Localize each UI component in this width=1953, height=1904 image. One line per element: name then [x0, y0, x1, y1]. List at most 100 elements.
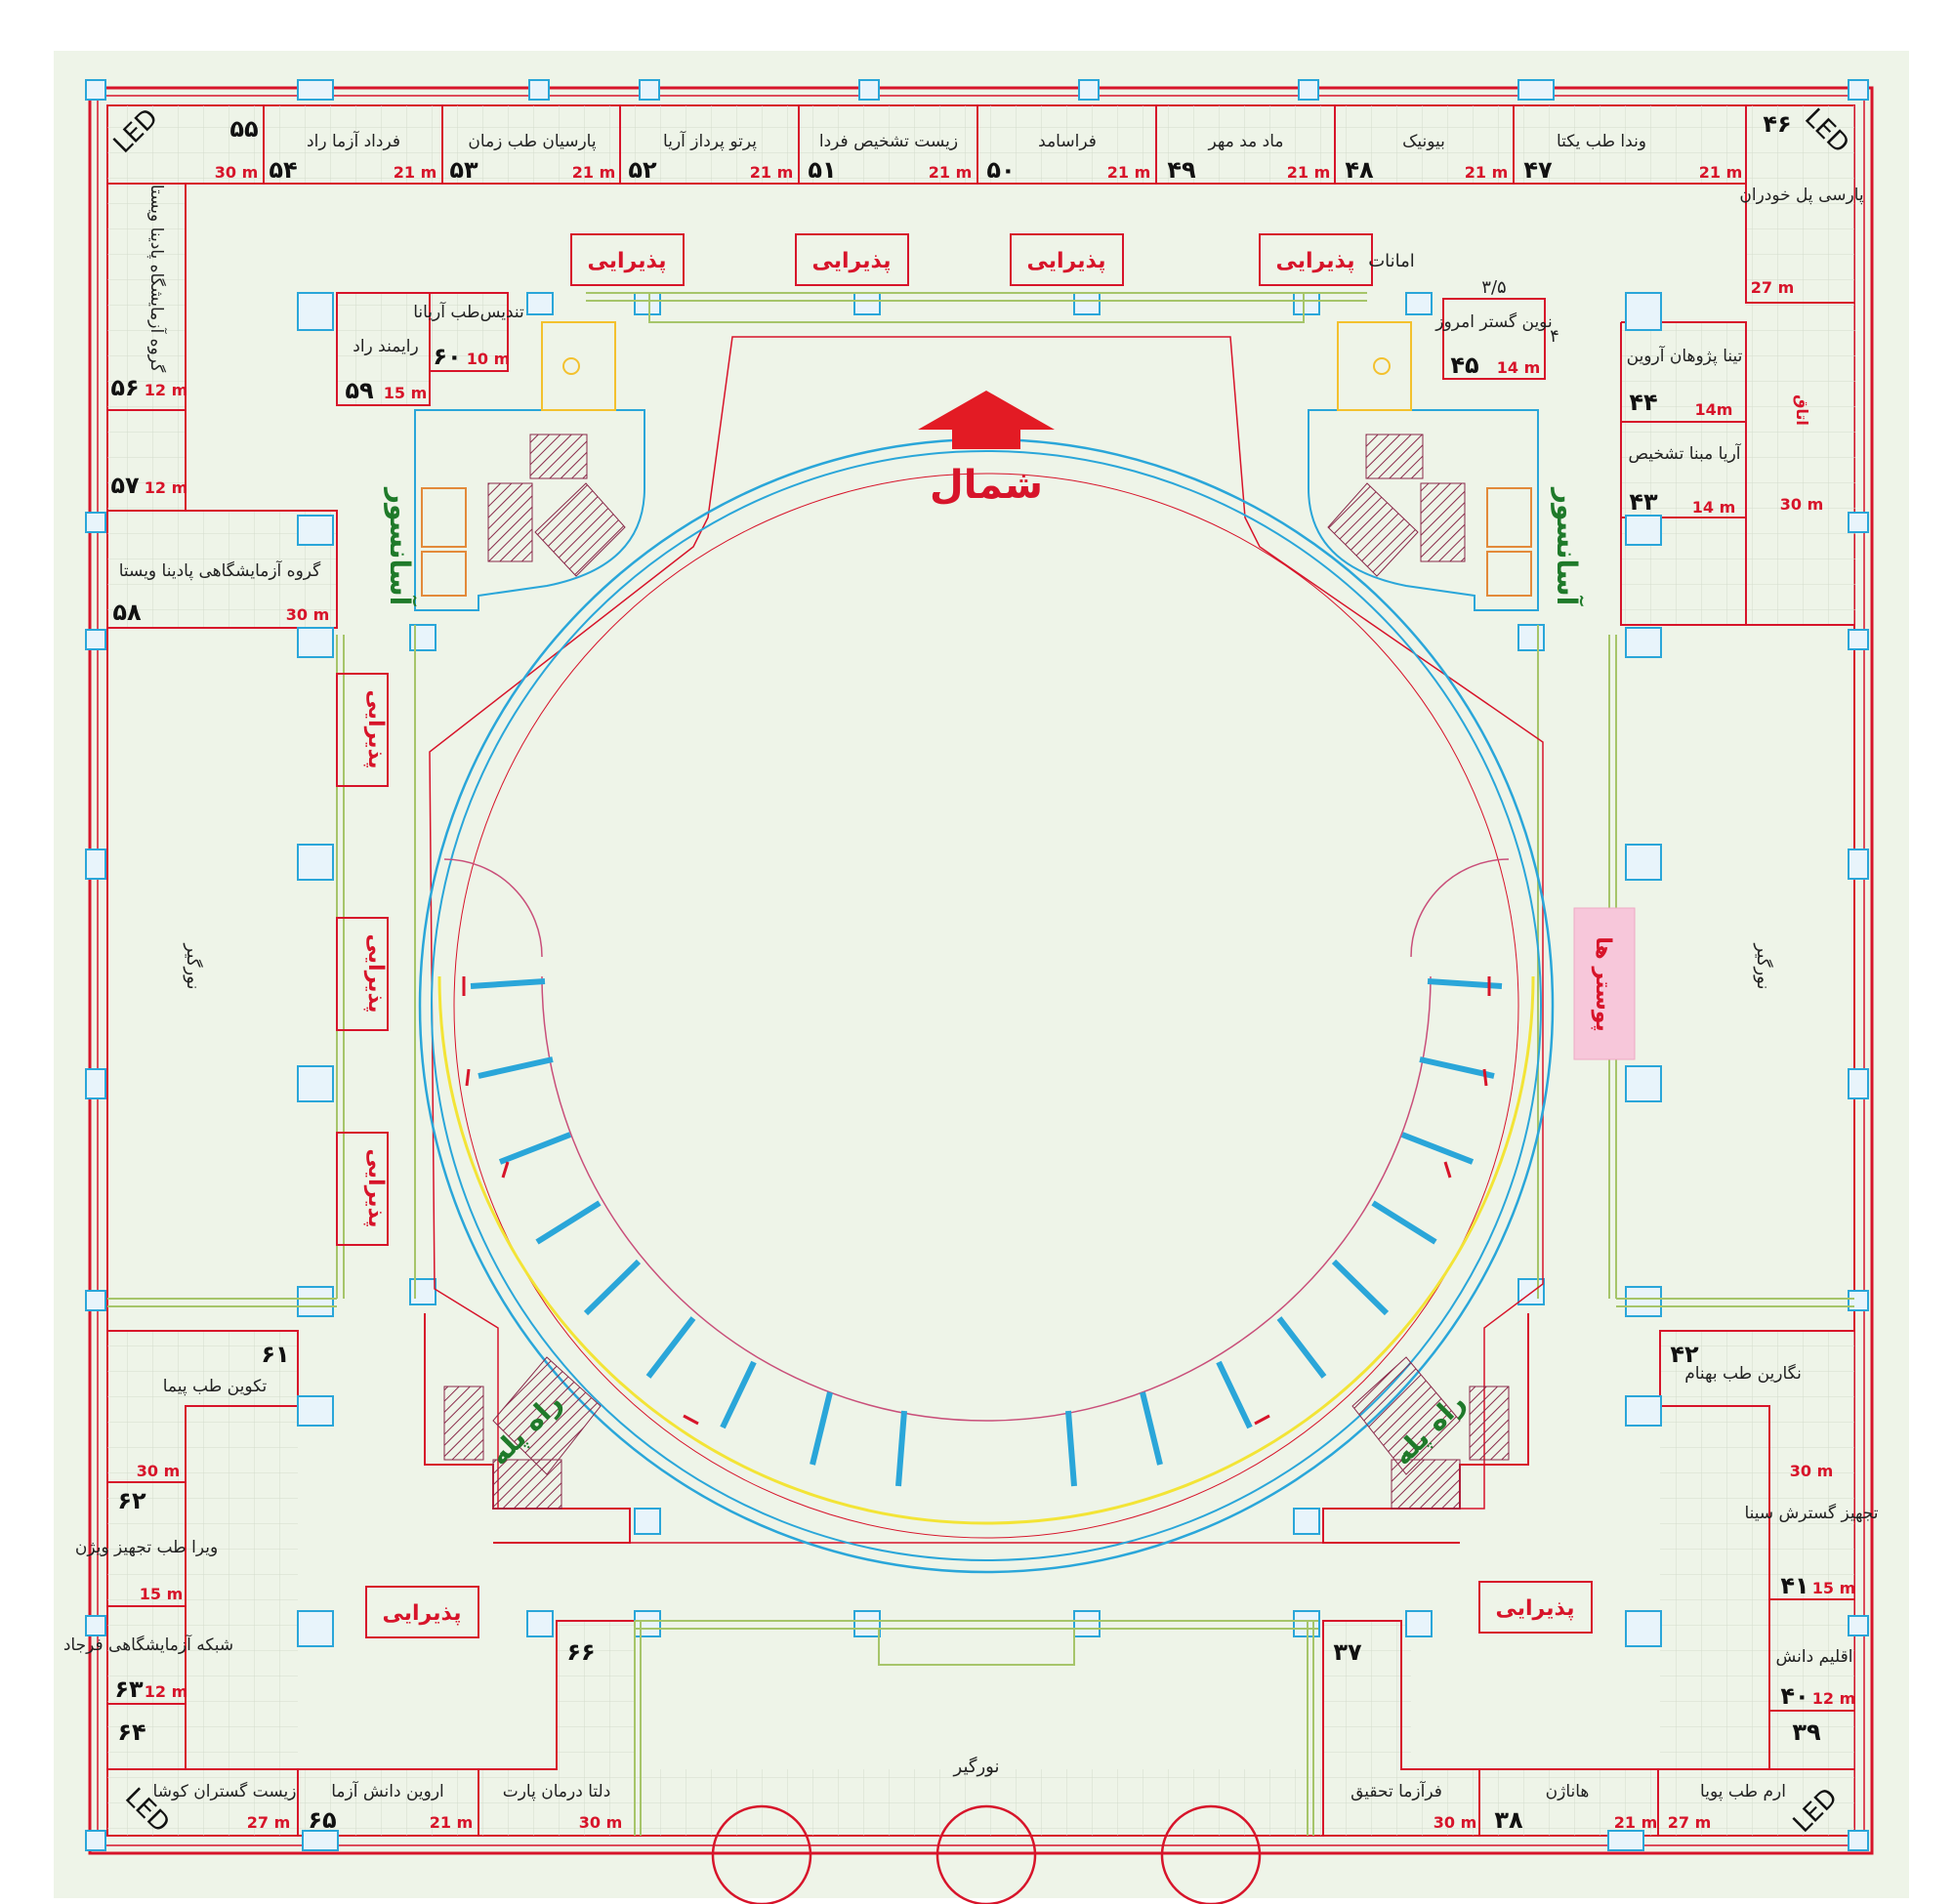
svg-text:۵۵: ۵۵: [229, 115, 258, 143]
booth-45[interactable]: نوین گستر امروز ۴۵ 14 m: [1434, 311, 1552, 379]
svg-text:۴۵: ۴۵: [1450, 352, 1478, 379]
entrance-column-center: [935, 1804, 1037, 1904]
svg-text:۵۷: ۵۷: [110, 472, 140, 499]
booth-52[interactable]: پرتو پرداز آریا ۵۲ 21 m: [628, 130, 793, 184]
svg-text:15 m: 15 m: [384, 384, 428, 402]
booth-49[interactable]: ماد مد مهر ۴۹ 21 m: [1167, 132, 1330, 184]
svg-text:30 m: 30 m: [215, 163, 259, 182]
svg-text:شبکه آزمایشگاهی فرجاد: شبکه آزمایشگاهی فرجاد: [63, 1634, 233, 1655]
svg-text:زیست گستران کوشا: زیست گستران کوشا: [153, 1781, 297, 1801]
svg-text:۶۶: ۶۶: [566, 1638, 595, 1666]
svg-text:وندا طب یکتا: وندا طب یکتا: [1557, 132, 1646, 151]
booth-47[interactable]: وندا طب یکتا ۴۷ 21 m: [1523, 132, 1742, 184]
svg-text:15 m: 15 m: [1812, 1579, 1856, 1597]
svg-text:نوین گستر امروز: نوین گستر امروز: [1434, 311, 1552, 332]
booth-40[interactable]: اقلیم دانش ۴۰ 12 m: [1775, 1647, 1855, 1710]
svg-text:30 m: 30 m: [579, 1813, 623, 1832]
mark-3-5: ۳/۵: [1481, 277, 1506, 298]
booth-58[interactable]: گروه آزمایشگاهی پادینا ویستا ۵۸ 30 m: [112, 559, 329, 626]
svg-text:21 m: 21 m: [572, 163, 616, 182]
svg-text:۶۱: ۶۱: [261, 1341, 289, 1368]
svg-text:تندیس‌طب آریانا: تندیس‌طب آریانا: [413, 301, 524, 322]
svg-text:پرتو پرداز آریا: پرتو پرداز آریا: [663, 130, 757, 151]
booth-46[interactable]: ۴۶ پارسی پل خودران 27 m: [1739, 110, 1863, 297]
svg-text:۴۸: ۴۸: [1345, 156, 1374, 184]
booth-56[interactable]: گروه آزمایشگاه پادینا ویستا ۵۶ 12 m: [110, 185, 187, 401]
svg-text:12 m: 12 m: [145, 1682, 188, 1701]
booth-43[interactable]: آریا مبنا تشخیص ۴۳ 14 m: [1628, 442, 1741, 517]
svg-text:30 m: 30 m: [1434, 1813, 1477, 1832]
booth-65[interactable]: اروین دانش آزما ۶۵ 21 m: [308, 1780, 473, 1834]
svg-text:21 m: 21 m: [1465, 163, 1509, 182]
svg-text:21 m: 21 m: [1107, 163, 1151, 182]
svg-text:ارم طب پویا: ارم طب پویا: [1700, 1782, 1786, 1801]
booth-66[interactable]: ۶۶ دلتا درمان پارت 30 m: [503, 1638, 623, 1832]
booth-64[interactable]: ۶۴ زیست گستران کوشا 27 m: [117, 1718, 296, 1832]
booth-61[interactable]: ۶۱ تکوین طب پیما 30 m: [137, 1341, 290, 1480]
svg-text:27 m: 27 m: [1751, 278, 1795, 297]
svg-text:۵۲: ۵۲: [628, 156, 657, 184]
north-arrow-icon: [918, 391, 1055, 449]
reception-top-1: پذیرایی: [588, 249, 667, 273]
svg-text:21 m: 21 m: [430, 1813, 474, 1832]
svg-text:۵۰: ۵۰: [986, 156, 1015, 184]
svg-text:۶۲: ۶۲: [117, 1487, 146, 1514]
svg-text:10 m: 10 m: [467, 350, 511, 368]
svg-text:۳۷: ۳۷: [1333, 1638, 1362, 1666]
booth-room-30m[interactable]: 30 m: [1780, 495, 1824, 514]
svg-text:ماد مد مهر: ماد مد مهر: [1207, 132, 1283, 151]
booth-57[interactable]: ۵۷ 12 m: [110, 472, 187, 499]
reception-left-1: پذیرایی: [363, 690, 388, 769]
svg-text:۵۳: ۵۳: [449, 156, 478, 184]
booth-39[interactable]: ۳۹ ارم طب پویا 27 m: [1668, 1718, 1821, 1832]
booth-60[interactable]: تندیس‌طب آریانا ۶۰ 10 m: [413, 301, 524, 370]
booth-51[interactable]: زیست تشخیص فردا ۵۱ 21 m: [808, 132, 972, 184]
booth-38[interactable]: هاناژن ۳۸ 21 m: [1494, 1782, 1657, 1834]
svg-text:گروه آزمایشگاهی پادینا ویستا: گروه آزمایشگاهی پادینا ویستا: [119, 559, 321, 581]
svg-text:۵۱: ۵۱: [808, 156, 836, 184]
entrance-column-left: [711, 1804, 812, 1904]
booth-50[interactable]: فراسامد ۵۰ 21 m: [986, 132, 1150, 184]
room-label: اتاق: [1793, 394, 1811, 426]
svg-text:۵۴: ۵۴: [269, 156, 297, 184]
skylight-left: نورگیر: [183, 943, 204, 990]
svg-text:۴۱: ۴۱: [1780, 1572, 1808, 1599]
entrance-column-right: [1160, 1804, 1262, 1904]
svg-text:12 m: 12 m: [1812, 1689, 1856, 1708]
svg-text:۴۶: ۴۶: [1763, 110, 1791, 138]
reception-bottom-right: پذیرایی: [1496, 1596, 1575, 1621]
svg-text:پارسی پل خودران: پارسی پل خودران: [1739, 186, 1863, 205]
svg-text:اروین دانش آزما: اروین دانش آزما: [331, 1780, 444, 1801]
booth-48[interactable]: بیونیک ۴۸ 21 m: [1345, 132, 1508, 184]
posters-area: [1573, 907, 1636, 1060]
svg-text:رایمند راد: رایمند راد: [353, 337, 418, 356]
svg-text:۶۰: ۶۰: [433, 343, 461, 370]
booth-37[interactable]: ۳۷ فرآزما تحقیق 30 m: [1333, 1638, 1476, 1832]
svg-text:ویرا طب تجهیز ویژن: ویرا طب تجهیز ویژن: [75, 1538, 218, 1557]
booth-63[interactable]: شبکه آزمایشگاهی فرجاد ۶۳ 12 m: [63, 1634, 233, 1703]
booth-54[interactable]: فرداد آزما راد ۵۴ 21 m: [269, 130, 436, 184]
elevator-right: آسانسور: [1551, 486, 1584, 607]
booth-55[interactable]: ۵۵ 30 m: [215, 115, 259, 182]
svg-text:۳۸: ۳۸: [1494, 1806, 1523, 1834]
svg-text:۶۴: ۶۴: [117, 1718, 145, 1746]
svg-text:پارسیان طب زمان: پارسیان طب زمان: [468, 132, 596, 151]
reception-top-4: پذیرایی: [1276, 249, 1355, 273]
north-label: شمال: [930, 463, 1043, 508]
booth-59[interactable]: رایمند راد ۵۹ 15 m: [345, 337, 427, 404]
booth-42[interactable]: ۴۲ نگارین طب بهنام 30 m: [1670, 1341, 1833, 1480]
reception-bottom-left: پذیرایی: [383, 1601, 462, 1626]
posters-label: پوستر ها: [1591, 936, 1615, 1032]
svg-text:۶۳: ۶۳: [114, 1676, 144, 1703]
booth-53[interactable]: پارسیان طب زمان ۵۳ 21 m: [449, 132, 615, 184]
reception-left-3: پذیرایی: [363, 1149, 388, 1228]
svg-text:دلتا درمان پارت: دلتا درمان پارت: [503, 1782, 611, 1801]
svg-text:فرآزما تحقیق: فرآزما تحقیق: [1350, 1780, 1442, 1801]
reception-top-3: پذیرایی: [1027, 249, 1106, 273]
booth-62[interactable]: ۶۲ ویرا طب تجهیز ویژن 15 m: [75, 1487, 218, 1603]
booth-44[interactable]: تینا پژوهان آروین ۴۴ 14m: [1627, 345, 1743, 419]
booth-41[interactable]: تجهیز گسترش سینا ۴۱ 15 m: [1744, 1503, 1878, 1599]
svg-text:۴۷: ۴۷: [1523, 156, 1553, 184]
svg-text:گروه آزمایشگاه پادینا ویستا: گروه آزمایشگاه پادینا ویستا: [146, 185, 168, 373]
